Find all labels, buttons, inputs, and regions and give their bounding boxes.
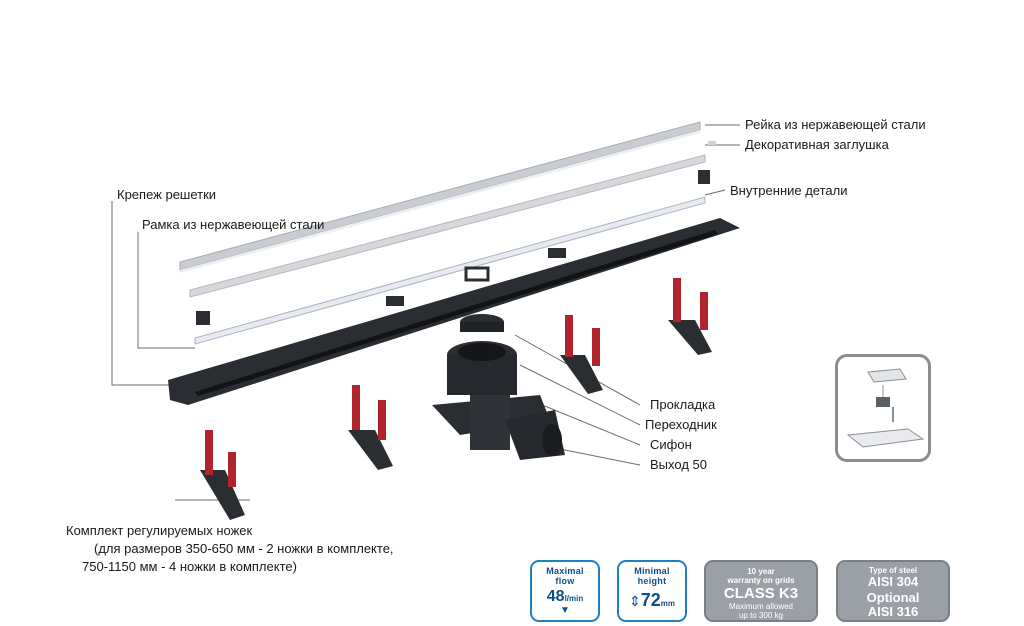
inner-part-2 bbox=[548, 248, 566, 258]
badge-warranty-line4: up to 300 kg bbox=[738, 611, 784, 620]
drain-channel bbox=[168, 218, 740, 405]
label-frame: Рамка из нержавеющей стали bbox=[142, 217, 325, 232]
siphon-assembly bbox=[432, 314, 565, 460]
badge-steel-line1: Type of steel bbox=[868, 566, 918, 575]
stainless-rail bbox=[179, 121, 701, 273]
label-grate-fastener: Крепеж решетки bbox=[117, 187, 217, 202]
badge-flow-unit: l/min bbox=[564, 594, 584, 603]
badge-warranty: 10 year warranty on grids CLASS K3 Maxim… bbox=[704, 560, 818, 622]
label-siphon: Сифон bbox=[650, 437, 692, 452]
installation-inset bbox=[835, 354, 931, 462]
badge-height-caption2: height bbox=[637, 576, 667, 586]
feet-kit-line1: Комплект регулируемых ножек bbox=[66, 523, 253, 538]
installation-illustration bbox=[846, 368, 925, 448]
badge-flow-caption1: Maximal bbox=[546, 566, 584, 576]
badge-height-value: 72 bbox=[640, 590, 661, 610]
adjustable-feet bbox=[200, 278, 712, 520]
badge-steel: Type of steel AISI 304 Optional AISI 316 bbox=[836, 560, 950, 622]
badge-warranty-line3: Maximum allowed bbox=[728, 602, 794, 611]
foot-4 bbox=[668, 278, 712, 355]
inner-part-handle bbox=[464, 266, 490, 282]
badge-steel-line3: Optional bbox=[866, 590, 920, 605]
flow-arrow-icon: ▼ bbox=[560, 605, 570, 616]
label-rail: Рейка из нержавеющей стали bbox=[745, 117, 926, 132]
label-inner-parts: Внутренние детали bbox=[730, 183, 848, 198]
badge-min-height: Minimal height ⇕72mm bbox=[617, 560, 687, 622]
inner-part-1 bbox=[386, 296, 404, 306]
badge-steel-line2: AISI 304 bbox=[867, 574, 919, 589]
grate-fastener-right bbox=[698, 170, 710, 184]
badge-max-flow: Maximal flow 48l/min ▼ bbox=[530, 560, 600, 622]
label-end-cap: Декоративная заглушка bbox=[745, 137, 889, 152]
foot-3 bbox=[560, 315, 603, 394]
foot-2 bbox=[348, 385, 393, 470]
badge-warranty-line1: 10 year bbox=[747, 567, 775, 576]
foot-1 bbox=[200, 430, 245, 520]
decor-cap bbox=[708, 141, 716, 145]
badge-flow-caption2: flow bbox=[555, 576, 575, 586]
label-gasket: Прокладка bbox=[650, 397, 716, 412]
grate-fastener-left bbox=[196, 311, 210, 325]
feet-kit-line2: (для размеров 350-650 мм - 2 ножки в ком… bbox=[94, 541, 394, 556]
badge-flow-value: 48 bbox=[546, 588, 565, 605]
badge-height-unit: mm bbox=[660, 599, 675, 608]
inner-strip bbox=[194, 196, 706, 345]
label-outlet: Выход 50 bbox=[650, 457, 707, 472]
badge-warranty-class: CLASS K3 bbox=[723, 585, 799, 602]
label-adapter: Переходник bbox=[645, 417, 717, 432]
stainless-frame bbox=[189, 154, 706, 298]
feet-kit-line3: 750-1150 мм - 4 ножки в комплекте) bbox=[82, 559, 297, 574]
height-arrow-icon: ⇕ bbox=[629, 593, 641, 609]
badge-steel-line4: AISI 316 bbox=[867, 604, 919, 619]
feet-kit-caption: Комплект регулируемых ножек (для размеро… bbox=[66, 522, 394, 576]
badge-height-caption1: Minimal bbox=[634, 566, 670, 576]
badge-warranty-line2: warranty on grids bbox=[727, 576, 795, 585]
